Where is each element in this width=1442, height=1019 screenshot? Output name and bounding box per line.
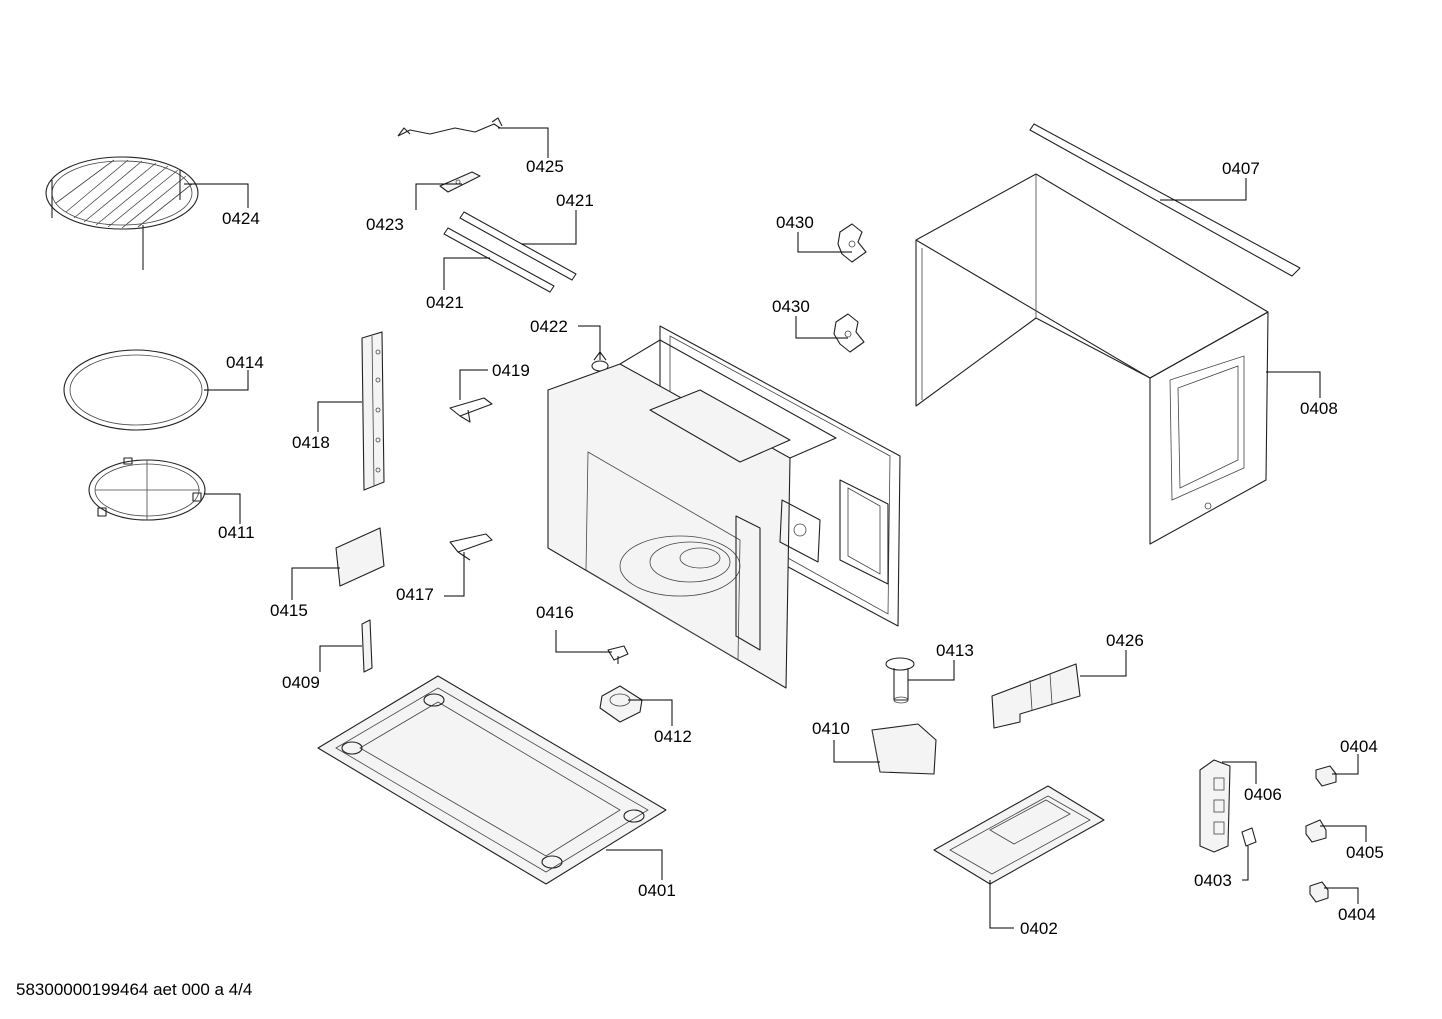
label-0421-bottom: 0421 — [426, 293, 464, 312]
label-0411: 0411 — [218, 523, 255, 542]
label-0421-top: 0421 — [556, 191, 594, 210]
label-0415: 0415 — [270, 601, 308, 620]
part-0419-bracket — [449, 397, 493, 423]
label-0412: 0412 — [654, 727, 692, 746]
label-0430-top: 0430 — [776, 213, 814, 232]
part-0409-strip — [361, 619, 373, 673]
label-0417: 0417 — [396, 585, 434, 604]
part-0430-wave-guide-bottom — [833, 313, 865, 353]
part-0425-cable — [397, 117, 503, 137]
part-0416-small-part — [607, 645, 629, 664]
label-0426: 0426 — [1106, 631, 1144, 650]
label-0419: 0419 — [492, 361, 530, 380]
part-main-cavity — [547, 325, 901, 689]
label-0422: 0422 — [530, 317, 568, 336]
part-0403-small-part — [1241, 827, 1257, 847]
part-0408-housing — [915, 173, 1269, 545]
part-0410-bracket — [871, 723, 937, 775]
label-0408: 0408 — [1300, 399, 1338, 418]
label-0424: 0424 — [222, 209, 260, 228]
label-0403: 0403 — [1194, 871, 1232, 890]
part-labels: 0425 0423 0421 0421 0424 0414 0411 0418 … — [218, 157, 1384, 938]
part-0407-strip — [1029, 123, 1301, 277]
label-0409: 0409 — [282, 673, 320, 692]
label-0405: 0405 — [1346, 843, 1384, 862]
label-0430-bottom: 0430 — [772, 297, 810, 316]
part-0430-wave-guide-top — [837, 223, 867, 263]
part-0401-base-plate — [317, 675, 667, 885]
label-0401: 0401 — [638, 881, 676, 900]
label-0413: 0413 — [936, 641, 974, 660]
part-0405-switch — [1305, 819, 1327, 843]
label-0416: 0416 — [536, 603, 574, 622]
label-0404-bottom: 0404 — [1338, 905, 1376, 924]
part-0415-plate — [335, 527, 385, 587]
label-0402: 0402 — [1020, 919, 1058, 938]
part-0414-turntable-ring — [63, 349, 209, 431]
part-0406-switch-holder — [1199, 759, 1231, 853]
label-0410: 0410 — [812, 719, 850, 738]
label-0418: 0418 — [292, 433, 330, 452]
part-0421-rods — [443, 211, 577, 293]
part-0417-bracket — [449, 533, 493, 561]
part-0413-part — [885, 657, 915, 704]
part-0402-bottom-tray — [933, 785, 1105, 885]
label-0423: 0423 — [366, 215, 404, 234]
leader-lines — [184, 127, 1367, 929]
label-0404-top: 0404 — [1340, 737, 1378, 756]
label-0425: 0425 — [526, 157, 564, 176]
part-0424-grill-rack — [45, 156, 199, 270]
part-0423-bracket — [439, 171, 481, 193]
label-0406: 0406 — [1244, 785, 1282, 804]
part-0404-switch-bottom — [1309, 881, 1329, 903]
part-0412-motor — [599, 685, 643, 723]
part-0418-side-rail — [361, 331, 385, 491]
part-0411-roller-support — [88, 457, 206, 521]
part-0404-switch-top — [1315, 765, 1337, 787]
drawing-number: 58300000199464 aet 000 a 4/4 — [16, 980, 253, 999]
label-0414: 0414 — [226, 353, 264, 372]
part-0426-panel — [991, 663, 1081, 729]
label-0407: 0407 — [1222, 159, 1260, 178]
